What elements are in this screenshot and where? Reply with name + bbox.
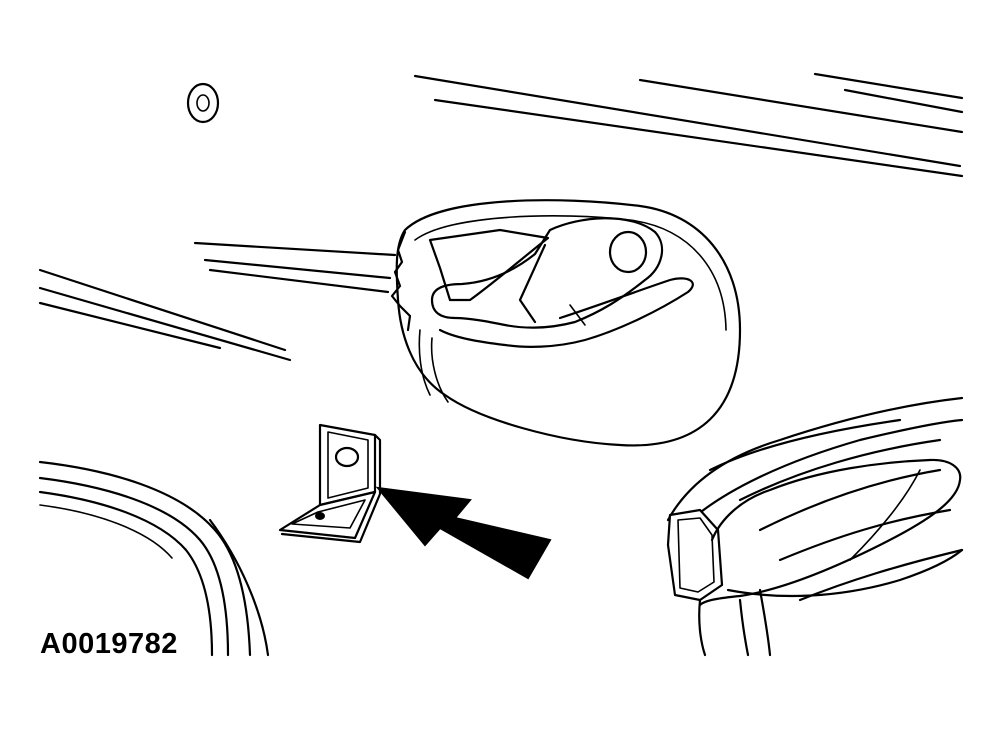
upper-body-lines [413, 72, 964, 178]
figure-id-label: A0019782 [40, 628, 178, 660]
wiring-harness [666, 396, 964, 657]
window-frame [38, 460, 270, 657]
door-handle [390, 199, 742, 447]
bracket-clip [278, 423, 382, 544]
grommet [186, 82, 220, 124]
arrow-icon [375, 486, 552, 580]
left-body-lines [38, 241, 397, 362]
